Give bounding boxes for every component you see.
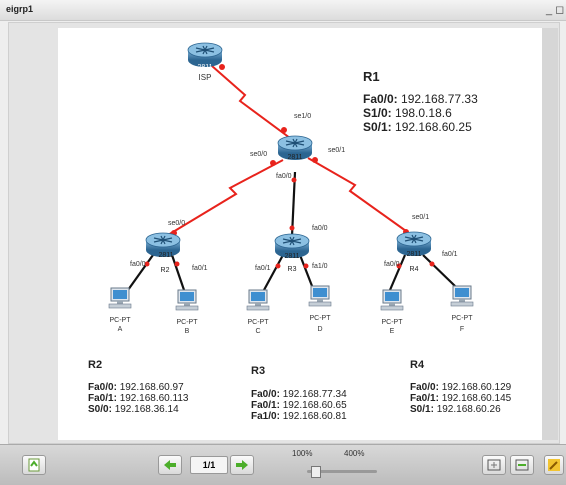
router-model: 2811 xyxy=(158,252,173,259)
export-icon xyxy=(28,458,40,472)
label-r1-se0-0: se0/0 xyxy=(250,151,267,158)
label-r2-fa0-1: fa0/1 xyxy=(192,265,208,272)
export-button[interactable] xyxy=(22,455,46,475)
pc-type: PC-PT xyxy=(452,315,474,322)
info-line: S1/0: 198.0.18.6 xyxy=(363,106,452,120)
pc-type: PC-PT xyxy=(248,319,270,326)
info-line: Fa0/1: 192.168.60.113 xyxy=(88,393,189,404)
label-r1-se1-0: se1/0 xyxy=(294,113,311,120)
arrow-right-icon xyxy=(236,460,248,470)
router-label: ISP xyxy=(199,73,212,82)
zoom-min-label: 100% xyxy=(292,449,313,458)
fit-width-button[interactable] xyxy=(510,455,534,475)
pc-c[interactable]: PC-PT C xyxy=(246,289,270,335)
pc-name: F xyxy=(460,326,464,333)
label-r3-fa0-1: fa0/1 xyxy=(255,265,271,272)
edit-button[interactable] xyxy=(544,455,564,475)
pc-d[interactable]: PC-PT D xyxy=(308,285,332,333)
pc-name: B xyxy=(185,328,190,335)
topology-page xyxy=(58,28,542,440)
r3-info: R3 Fa0/0: 192.168.77.34 Fa0/1: 192.168.6… xyxy=(251,365,347,423)
router-model: 2811 xyxy=(287,154,302,161)
router-model: 2811 xyxy=(284,253,299,260)
r1-info: R1 Fa0/0: 192.168.77.33 S1/0: 198.0.18.6… xyxy=(363,69,478,135)
window-title: eigrp1 xyxy=(6,4,34,14)
pc-e[interactable]: PC-PT E xyxy=(380,289,404,335)
info-line: S0/1: 192.168.60.25 xyxy=(363,120,472,134)
r2-info: R2 Fa0/0: 192.168.60.97 Fa0/1: 192.168.6… xyxy=(88,359,189,416)
label-r1-fa0-0: fa0/0 xyxy=(276,173,292,180)
r4-heading: R4 xyxy=(410,359,425,371)
zoom-max-label: 400% xyxy=(344,449,365,458)
router-model: 2811 xyxy=(197,64,212,71)
r3-heading: R3 xyxy=(251,365,266,377)
arrow-left-icon xyxy=(164,460,176,470)
prev-page-button[interactable] xyxy=(158,455,182,475)
router-label: R3 xyxy=(288,266,297,273)
page-indicator[interactable]: 1/1 xyxy=(190,456,228,474)
zoom-slider-track[interactable] xyxy=(307,470,377,473)
label-r3-fa1-0: fa1/0 xyxy=(312,263,328,270)
fit-page-button[interactable] xyxy=(482,455,506,475)
pc-name: C xyxy=(255,328,260,335)
title-bar: eigrp1 _ ◻ xyxy=(0,0,566,21)
window-controls[interactable]: _ ◻ xyxy=(546,4,565,16)
label-r4-fa0-0: fa0/0 xyxy=(384,261,400,268)
pc-type: PC-PT xyxy=(177,319,199,326)
serial-link-isp-r1[interactable] xyxy=(211,64,291,139)
interface-labels: se1/0 se0/0 se0/1 fa0/0 se0/0 fa0/0 fa0/… xyxy=(130,113,458,272)
label-r1-se0-1: se0/1 xyxy=(328,147,345,154)
info-line: S0/0: 192.168.36.14 xyxy=(88,404,179,415)
router-r2[interactable]: 2811 R2 xyxy=(145,232,181,274)
router-r4[interactable]: 2811 R4 xyxy=(396,231,432,273)
router-r3[interactable]: 2811 R3 xyxy=(274,233,310,273)
link-endpoints xyxy=(144,177,435,269)
label-r2-fa0-0: fa0/0 xyxy=(130,261,146,268)
pc-type: PC-PT xyxy=(382,319,404,326)
info-line: Fa0/0: 192.168.60.129 xyxy=(410,382,512,393)
serial-link-r1-r4[interactable] xyxy=(307,157,414,237)
label-r3-fa0-0: fa0/0 xyxy=(312,225,328,232)
pc-type: PC-PT xyxy=(310,315,332,322)
fit-page-icon xyxy=(487,459,501,471)
ethernet-links xyxy=(127,171,456,291)
info-line: Fa0/1: 192.168.60.65 xyxy=(251,400,347,411)
r1-heading: R1 xyxy=(363,69,380,84)
info-line: Fa0/1: 192.168.60.145 xyxy=(410,393,512,404)
router-model: 2811 xyxy=(406,251,421,258)
next-page-button[interactable] xyxy=(230,455,254,475)
router-r1[interactable]: 2811 xyxy=(277,135,313,161)
expand-icon xyxy=(515,459,529,471)
zoom-slider-handle[interactable] xyxy=(311,466,321,478)
pc-name: A xyxy=(118,326,123,333)
pc-a[interactable]: PC-PT A xyxy=(108,287,132,333)
pc-name: D xyxy=(317,326,322,333)
pc-f[interactable]: PC-PT F xyxy=(450,285,474,333)
info-line: Fa0/0: 192.168.60.97 xyxy=(88,382,184,393)
info-line: Fa0/0: 192.168.77.33 xyxy=(363,92,478,106)
info-line: Fa1/0: 192.168.60.81 xyxy=(251,411,347,422)
info-line: Fa0/0: 192.168.77.34 xyxy=(251,389,347,400)
r2-heading: R2 xyxy=(88,359,103,371)
bottom-toolbar xyxy=(0,444,566,485)
pc-name: E xyxy=(390,328,395,335)
router-label: R2 xyxy=(161,267,170,274)
r4-info: R4 Fa0/0: 192.168.60.129 Fa0/1: 192.168.… xyxy=(410,359,512,416)
router-isp[interactable]: 2811 ISP xyxy=(187,42,223,82)
label-r4-se0-1: se0/1 xyxy=(412,214,429,221)
label-r4-fa0-1: fa0/1 xyxy=(442,251,458,258)
label-r2-se0-0: se0/0 xyxy=(168,220,185,227)
pc-type: PC-PT xyxy=(110,317,132,324)
page-shadow xyxy=(542,28,558,440)
info-line: S0/1: 192.168.60.26 xyxy=(410,404,501,415)
pc-b[interactable]: PC-PT B xyxy=(175,289,199,335)
router-label: R4 xyxy=(410,266,419,273)
pencil-icon xyxy=(548,459,560,471)
